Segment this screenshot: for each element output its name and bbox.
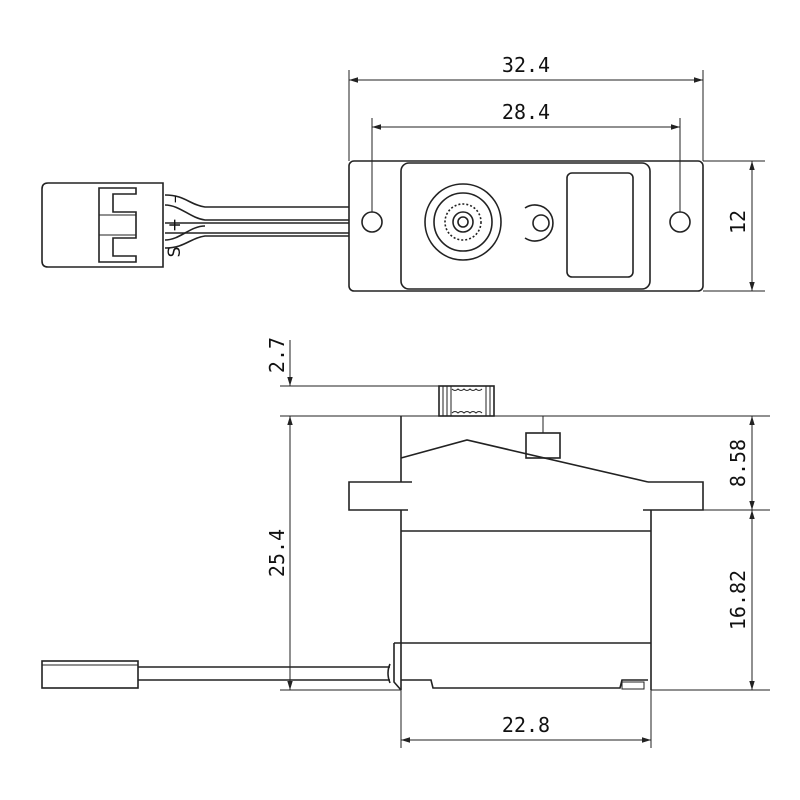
dim-body-length: 22.8 <box>502 713 550 737</box>
label-window <box>566 172 634 278</box>
dim-body-height: 25.4 <box>265 529 289 577</box>
output-spline <box>438 385 495 417</box>
side-view: 2.7 25.4 8.58 16.82 22.8 <box>41 337 770 748</box>
flange-right <box>643 481 704 511</box>
wire-bundle <box>164 194 349 249</box>
mount-hole-right <box>669 211 691 233</box>
pin-label-negative: – <box>165 195 185 204</box>
top-cover-slope <box>400 439 649 483</box>
side-cable <box>41 660 391 689</box>
output-horn-icon <box>424 183 502 261</box>
pin-label-signal: S <box>165 247 185 258</box>
gear-boss <box>524 204 554 242</box>
connector: S + – <box>41 182 185 268</box>
mounting-tab-outline <box>348 160 704 292</box>
dim-spline-height: 2.7 <box>265 337 289 373</box>
dim-width: 12 <box>726 210 750 234</box>
dim-overall-length: 32.4 <box>502 53 550 77</box>
case-outline <box>400 162 651 290</box>
pin-label-positive: + <box>165 218 185 232</box>
dim-upper-height: 8.58 <box>726 439 750 487</box>
flange-left <box>348 481 412 511</box>
top-view: S + – 32.4 28.4 12 <box>41 53 765 292</box>
mount-hole-left <box>361 211 383 233</box>
dim-lower-height: 16.82 <box>726 570 750 630</box>
dim-hole-spacing: 28.4 <box>502 100 550 124</box>
